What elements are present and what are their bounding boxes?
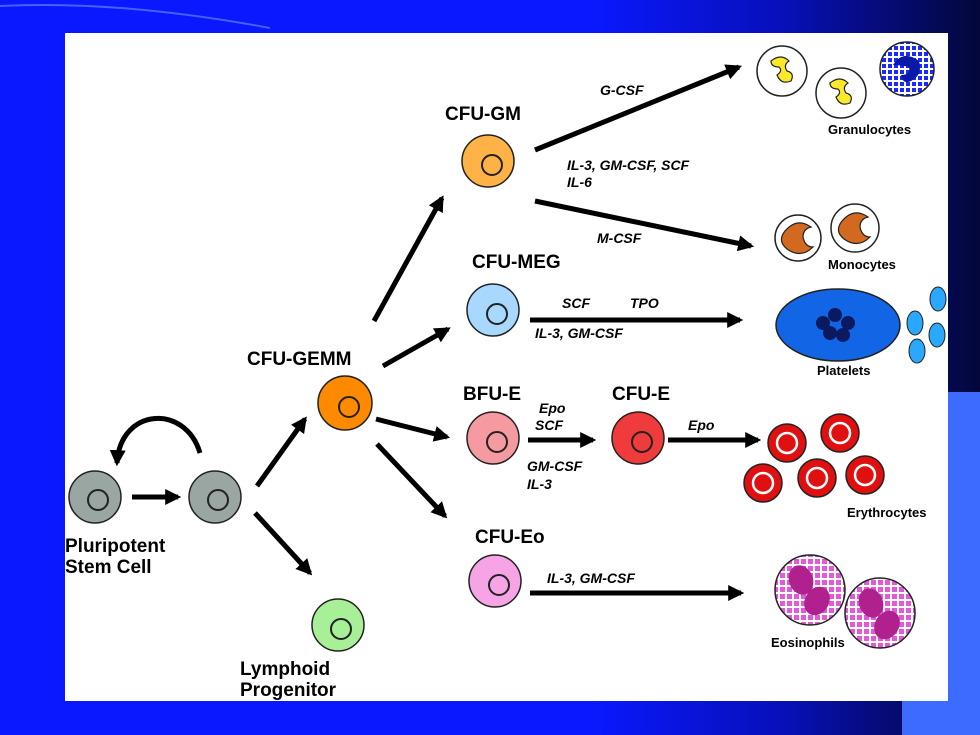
arrow-gemm-to-eo — [375, 442, 448, 519]
label-bfu-e: BFU-E — [463, 384, 521, 405]
factor-il3-bfu: IL-3 — [527, 476, 552, 492]
cfu-meg-cell — [466, 283, 520, 337]
label-cfu-meg: CFU-MEG — [472, 252, 561, 273]
erythrocyte-cells — [743, 413, 885, 503]
granulocyte-cells — [756, 41, 935, 119]
label-cfu-e: CFU-E — [612, 384, 670, 405]
cfu-e-cell — [611, 411, 665, 465]
label-granulocytes: Granulocytes — [828, 122, 911, 137]
factor-meg-scf: SCF — [562, 295, 590, 311]
factor-epo-bfu: Epo — [539, 400, 566, 416]
label-eosinophils: Eosinophils — [771, 635, 845, 650]
arrow-gemm-to-meg — [381, 326, 451, 369]
factor-epo-cfu-e: Epo — [688, 417, 715, 433]
diagram-panel: Pluripotent Stem Cell Lymphoid Progenito… — [65, 33, 948, 701]
self-renewal-arrow — [109, 416, 203, 467]
hematopoiesis-diagram: Pluripotent Stem Cell Lymphoid Progenito… — [65, 41, 947, 701]
bfu-e-cell — [466, 411, 520, 465]
factor-meg-tpo: TPO — [630, 295, 659, 311]
cfu-gemm-cell — [317, 375, 373, 431]
cfu-eo-cell — [468, 554, 522, 608]
factor-gmcsf-bfu: GM-CSF — [527, 458, 583, 474]
monocyte-cells — [774, 203, 880, 262]
factor-scf-bfu: SCF — [535, 417, 563, 433]
factor-g-csf: G-CSF — [600, 82, 644, 98]
cfu-gm-cell — [461, 134, 515, 188]
arrow-stem-to-gemm — [254, 416, 308, 488]
label-cfu-gm: CFU-GM — [445, 104, 521, 125]
label-pluripotent: Pluripotent — [65, 536, 166, 557]
arrows — [109, 64, 762, 602]
label-monocytes: Monocytes — [828, 257, 896, 272]
label-platelets: Platelets — [817, 363, 870, 378]
label-cfu-eo: CFU-Eo — [475, 527, 545, 548]
stem-cell-2 — [188, 470, 242, 524]
arrow-stem-to-lymphoid — [253, 511, 313, 576]
factor-gm-line2: IL-6 — [567, 174, 592, 190]
arrow-gemm-to-bfu-e — [375, 416, 451, 442]
factor-eo: IL-3, GM-CSF — [547, 570, 635, 586]
platelet-cells — [775, 286, 947, 364]
eosinophil-cells — [774, 554, 916, 649]
stem-cell-1 — [68, 470, 122, 524]
label-lymphoid: Lymphoid — [240, 659, 330, 680]
factor-m-csf: M-CSF — [597, 230, 642, 246]
label-cfu-gemm: CFU-GEMM — [247, 349, 351, 370]
label-progenitor: Progenitor — [240, 680, 337, 701]
factor-gm-line1: IL-3, GM-CSF, SCF — [567, 157, 690, 173]
lymphoid-progenitor-cell — [311, 598, 365, 652]
arrow-gm-to-granulocytes — [534, 64, 742, 153]
slide-decoration — [0, 3, 271, 29]
arrow-gm-to-monocytes — [534, 198, 755, 252]
arrow-gemm-to-gm — [371, 195, 445, 323]
label-erythrocytes: Erythrocytes — [847, 505, 926, 520]
factor-meg-line2: IL-3, GM-CSF — [535, 325, 623, 341]
label-stem-cell: Stem Cell — [65, 557, 152, 578]
